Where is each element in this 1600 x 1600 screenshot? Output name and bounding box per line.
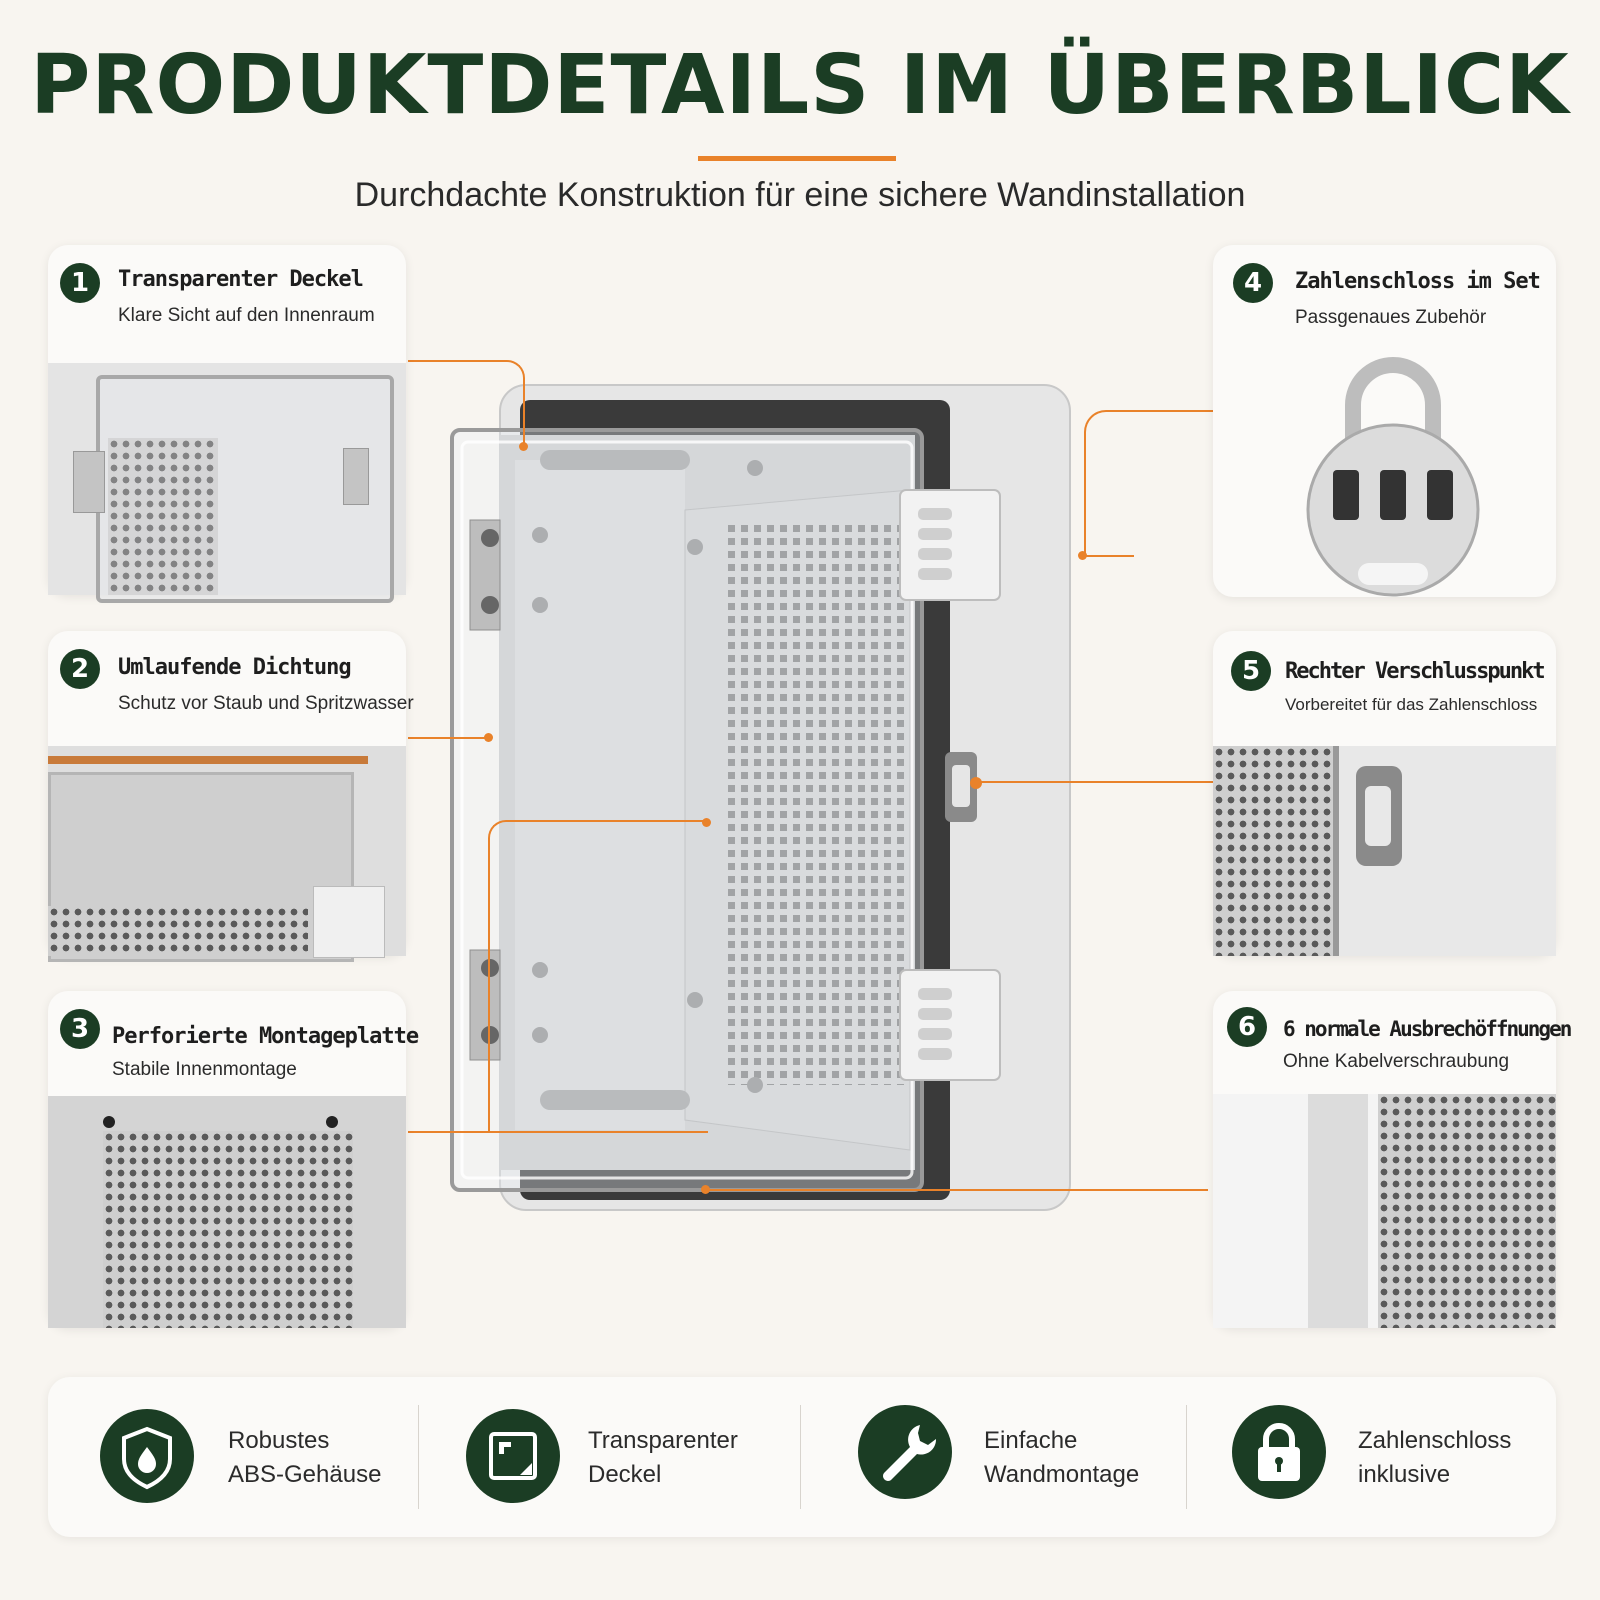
feature-icon-circle-3 (858, 1405, 952, 1499)
title-underline (698, 156, 896, 161)
leader-dot-3 (702, 818, 711, 827)
leader-line-4b (1084, 410, 1134, 557)
leader-line-6 (705, 1189, 1208, 1191)
leader-line-2 (408, 737, 488, 739)
feature-label-4: Zahlenschloss inklusive (1358, 1427, 1512, 1488)
detail-photo-3 (48, 1096, 406, 1328)
detail-card-2: 2 Umlaufende Dichtung Schutz vor Staub u… (48, 631, 414, 962)
feature-icon-circle-1 (100, 1409, 194, 1503)
leader-dot-5 (970, 777, 982, 789)
detail-badge-1: 1 (60, 263, 100, 303)
feature-divider (1186, 1405, 1187, 1509)
enclosure-product-image (450, 384, 1071, 1211)
feature-label-2: Transparenter Deckel (588, 1427, 738, 1488)
detail-photo-5 (1213, 746, 1556, 956)
leader-dot-1 (519, 442, 528, 451)
detail-photo-2 (48, 746, 406, 962)
detail-title-4: Zahlenschloss im Set (1295, 269, 1541, 294)
detail-card-5: 5 Rechter Verschlusspunkt Vorbereitet fü… (1213, 631, 1556, 956)
padlock-icon (1258, 1423, 1300, 1481)
detail-title-5: Rechter Verschlusspunkt (1285, 659, 1546, 684)
detail-title-6: 6 normale Ausbrechöffnungen (1283, 1017, 1572, 1041)
detail-subtitle-6: Ohne Kabelverschraubung (1283, 1051, 1510, 1072)
detail-subtitle-5: Vorbereitet für das Zahlenschloss (1285, 695, 1538, 714)
feature-divider (800, 1405, 801, 1509)
combination-padlock-image (1306, 357, 1480, 597)
detail-badge-4: 4 (1233, 263, 1273, 303)
detail-title-3: Perforierte Montageplatte (112, 1024, 419, 1049)
leader-dot-2 (484, 733, 493, 742)
feature-icon-circle-2 (466, 1409, 560, 1503)
detail-badge-5: 5 (1231, 651, 1271, 691)
detail-title-2: Umlaufende Dichtung (118, 655, 352, 680)
detail-card-4: 4 Zahlenschloss im Set Passgenaues Zubeh… (1213, 245, 1556, 597)
detail-badge-2: 2 (60, 649, 100, 689)
detail-subtitle-2: Schutz vor Staub und Spritzwasser (118, 693, 414, 714)
detail-card-3: 3 Perforierte Montageplatte Stabile Inne… (48, 991, 419, 1328)
transparent-lid-icon (489, 1432, 537, 1480)
wrench-icon (883, 1425, 937, 1481)
leader-line-3a (408, 820, 708, 1133)
detail-badge-3: 3 (60, 1009, 100, 1049)
page-title: PRODUKTDETAILS IM ÜBERBLICK (30, 38, 1570, 133)
feature-label-3: Einfache Wandmontage (984, 1427, 1140, 1488)
leader-line-5 (975, 781, 1213, 783)
detail-subtitle-1: Klare Sicht auf den Innenraum (118, 305, 375, 326)
feature-label-1: Robustes ABS-Gehäuse (228, 1427, 382, 1488)
feature-divider (418, 1405, 419, 1509)
detail-card-1: 1 Transparenter Deckel Klare Sicht auf d… (48, 245, 406, 603)
feature-icon-circle-4 (1232, 1405, 1326, 1499)
detail-title-1: Transparenter Deckel (118, 267, 364, 292)
detail-card-6: 6 6 normale Ausbrechöffnungen Ohne Kabel… (1213, 991, 1572, 1328)
detail-badge-6: 6 (1227, 1007, 1267, 1047)
leader-line-4 (1084, 410, 1216, 557)
leader-dot-4 (1078, 551, 1087, 560)
detail-subtitle-4: Passgenaues Zubehör (1295, 307, 1487, 328)
leader-line-1 (408, 360, 525, 447)
detail-subtitle-3: Stabile Innenmontage (112, 1059, 297, 1080)
detail-photo-6 (1213, 1094, 1556, 1328)
detail-photo-1 (48, 363, 406, 603)
page-subtitle: Durchdachte Konstruktion für eine sicher… (354, 176, 1246, 214)
shield-icon (122, 1426, 172, 1490)
leader-line-3b (488, 820, 708, 1133)
leader-dot-6 (701, 1185, 710, 1194)
